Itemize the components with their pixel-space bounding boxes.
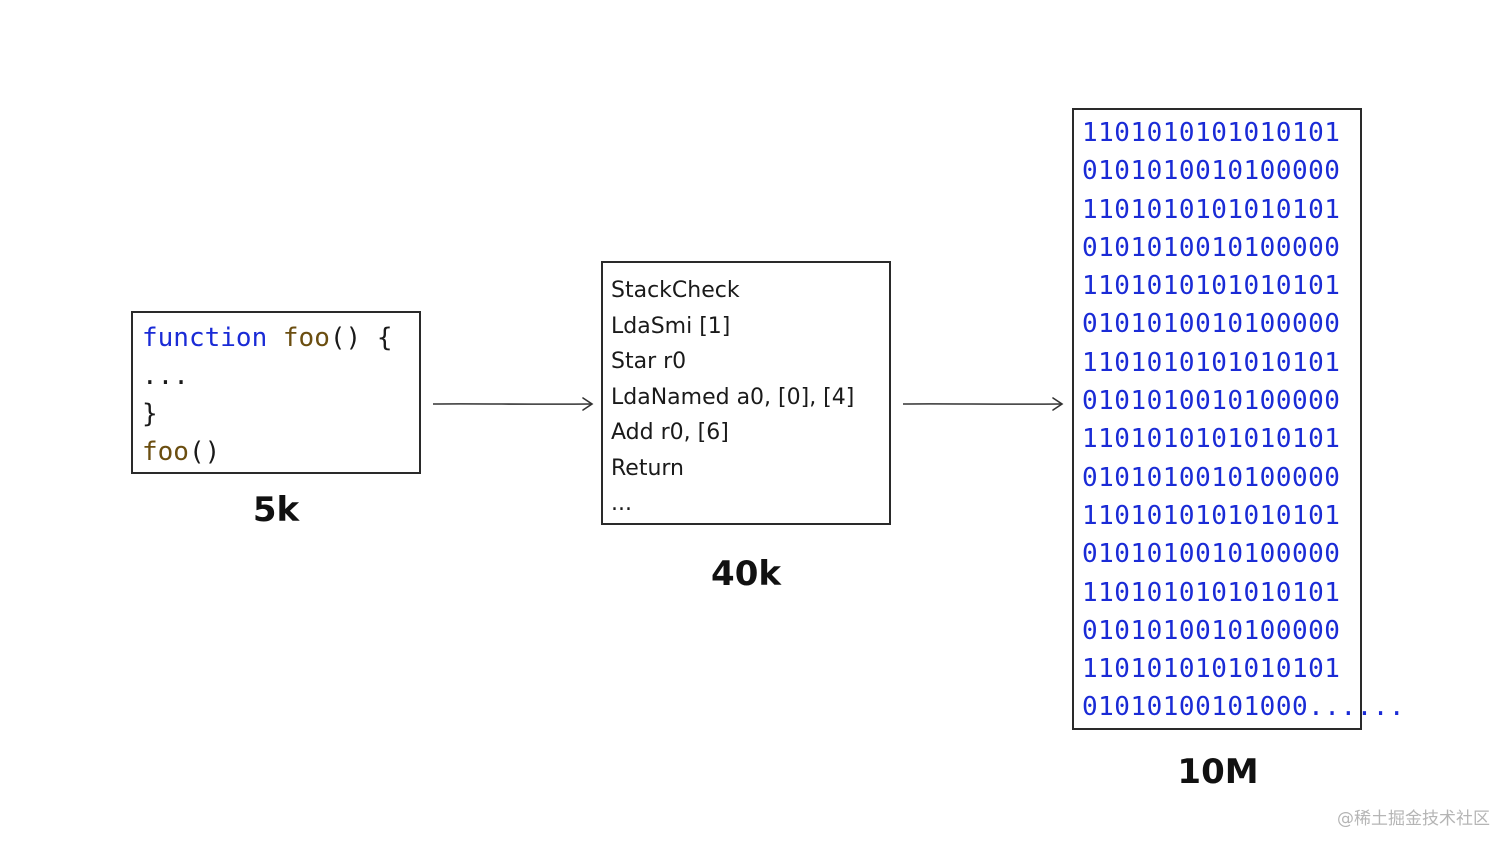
bytecode-line: LdaNamed a0, [0], [4]	[611, 384, 855, 410]
binary-line: 01010100101000......	[1082, 692, 1406, 723]
bytecode-line: ...	[611, 491, 632, 516]
watermark: @稀土掘金技术社区	[1337, 809, 1490, 829]
binary-line: 1101010101010101	[1082, 194, 1341, 225]
source-size-label: 5k	[252, 490, 300, 530]
arrow-right-icon	[432, 397, 594, 411]
binary-line: 0101010010100000	[1082, 156, 1341, 187]
binary-line: 1101010101010101	[1082, 118, 1341, 148]
binary-line: 1101010101010101	[1082, 424, 1341, 455]
bytecode-line: StackCheck	[611, 278, 740, 303]
bytecode-size-label: 40k	[711, 554, 781, 594]
source-line-1: function foo() {	[142, 319, 419, 357]
binary-line: 0101010010100000	[1082, 462, 1341, 493]
source-code-box: function foo() { ... } foo()	[131, 311, 421, 474]
function-name: foo	[282, 323, 330, 353]
bytecode-line: LdaSmi [1]	[611, 313, 731, 339]
binary-line: 1101010101010101	[1082, 577, 1341, 608]
binary-line: 0101010010100000	[1082, 539, 1341, 570]
binary-line: 1101010101010101	[1082, 347, 1341, 378]
function-signature-rest: () {	[329, 323, 393, 353]
binary-line: 0101010010100000	[1082, 386, 1341, 417]
binary-line: 0101010010100000	[1082, 615, 1341, 646]
source-line-3: }	[142, 399, 158, 429]
binary-line: 1101010101010101	[1082, 271, 1341, 302]
source-line-2: ...	[142, 361, 189, 391]
bytecode-box: StackCheck LdaSmi [1] Star r0 LdaNamed a…	[601, 261, 891, 525]
bytecode-line: Star r0	[611, 349, 687, 374]
machine-code-size-label: 10M	[1177, 752, 1259, 792]
arrow-right-icon	[902, 397, 1064, 411]
call-function-name: foo	[142, 437, 189, 467]
bytecode-line: Return	[611, 455, 685, 481]
binary-line: 0101010010100000	[1082, 232, 1341, 263]
keyword-function: function	[142, 323, 268, 353]
binary-line: 0101010010100000	[1082, 309, 1341, 340]
bytecode-line: Add r0, [6]	[611, 420, 729, 445]
call-parens: ()	[188, 437, 221, 467]
machine-code-box: 1101010101010101 0101010010100000 110101…	[1072, 108, 1406, 730]
binary-line: 1101010101010101	[1082, 654, 1341, 685]
source-line-4: foo()	[142, 433, 419, 471]
binary-line: 1101010101010101	[1082, 500, 1341, 531]
